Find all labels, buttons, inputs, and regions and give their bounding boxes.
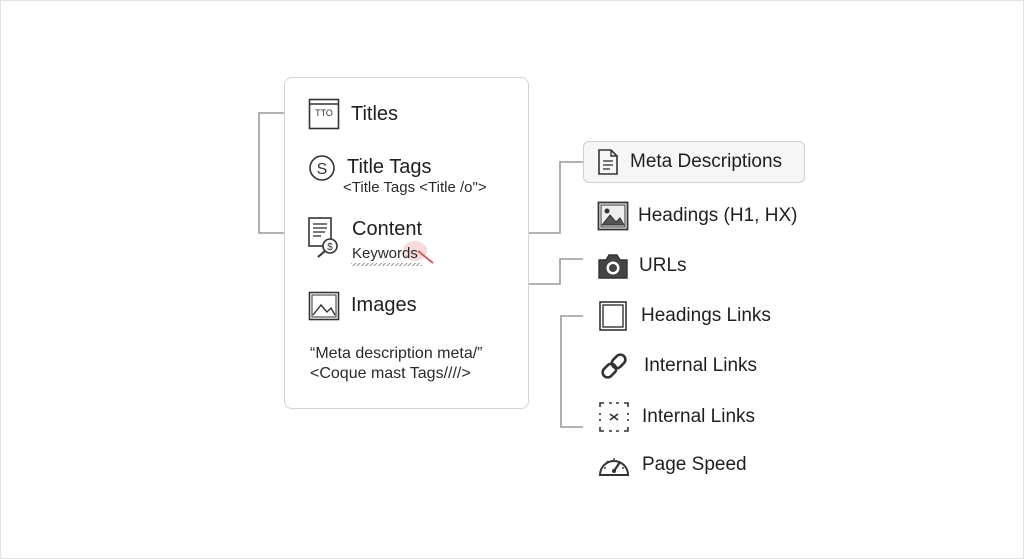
meta-descriptions-box[interactable]: [583, 141, 805, 183]
highlight-mark: [403, 241, 427, 261]
frame-icon: [598, 300, 628, 332]
list-item-label: Internal Links: [642, 406, 756, 427]
svg-text:$: $: [327, 242, 333, 253]
panel-item-images: Images: [308, 291, 417, 321]
panel-item-title-tags: S Title Tags <Title Tags <Title /o">: [308, 154, 487, 197]
left-bracket: [258, 112, 284, 234]
image-icon: [597, 201, 629, 231]
svg-text:S: S: [317, 161, 328, 178]
quote-line-1: “Meta description meta/”: [310, 345, 483, 362]
svg-text:TTO: TTO: [315, 108, 333, 118]
list-item-label: Page Speed: [642, 454, 747, 475]
document-search-icon: $: [307, 216, 341, 258]
list-item-internal-links-2[interactable]: Internal Links: [598, 401, 755, 433]
panel-item-label: Titles: [351, 103, 399, 125]
title-tags-subtext: <Title Tags <Title /o">: [343, 179, 487, 196]
camera-icon: [597, 252, 629, 280]
dollar-circle-icon: S: [308, 154, 336, 182]
list-item-label: Meta Descriptions: [630, 151, 783, 172]
list-item-meta-descriptions[interactable]: Meta Descriptions: [597, 148, 782, 176]
list-item-internal-links[interactable]: Internal Links: [597, 349, 757, 383]
quote-line-2: <Coque mast Tags////>: [310, 365, 471, 382]
list-item-label: Headings Links: [641, 305, 771, 326]
list-item-label: URLs: [639, 255, 687, 276]
keywords-text: Keywords: [351, 245, 422, 266]
pen-stroke-icon: [417, 250, 434, 264]
list-item-page-speed[interactable]: Page Speed: [597, 452, 747, 478]
list-item-label: Headings (H1, HX): [638, 205, 798, 226]
panel-item-content: $ Content Keywords: [307, 216, 434, 266]
panel-item-titles: TTO Titles: [308, 98, 398, 130]
list-item-headings-links[interactable]: Headings Links: [598, 300, 771, 332]
panel-item-label: Title Tags: [347, 156, 432, 178]
panel-item-label: Content: [352, 218, 423, 240]
list-item-headings[interactable]: Headings (H1, HX): [597, 201, 797, 231]
speedometer-icon: [597, 452, 631, 478]
document-icon: [597, 148, 619, 176]
connector-links-bracket: [560, 315, 583, 428]
list-item-label: Internal Links: [644, 355, 758, 376]
network-icon: [598, 401, 630, 433]
title-box-icon: TTO: [308, 98, 340, 130]
meta-example-text: “Meta description meta/” <Coque mast Tag…: [310, 344, 483, 384]
image-icon: [308, 291, 340, 321]
connector-meta: [529, 161, 583, 234]
panel-item-label: Images: [351, 294, 417, 316]
chain-link-icon: [597, 349, 631, 383]
list-item-urls[interactable]: URLs: [597, 252, 687, 280]
connector-urls: [529, 258, 583, 285]
